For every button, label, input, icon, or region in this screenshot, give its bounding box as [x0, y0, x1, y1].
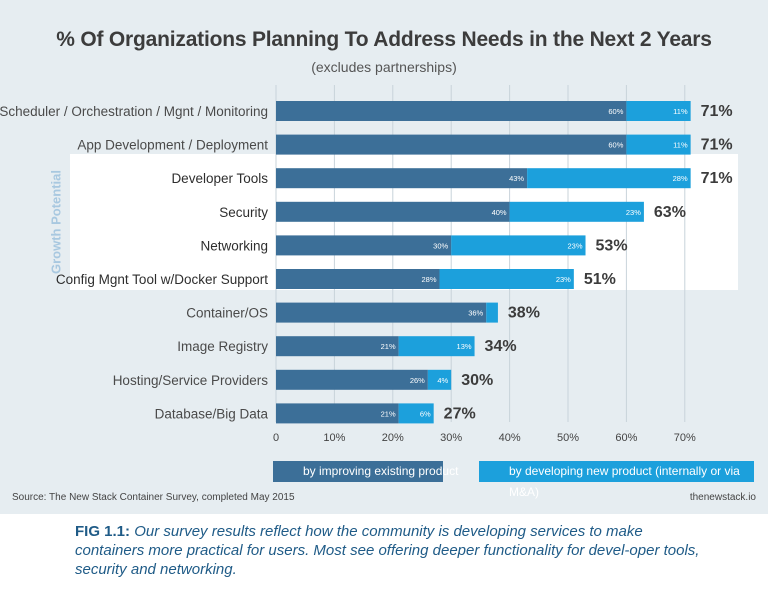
bar-improving [276, 101, 627, 121]
category-label: Security [219, 205, 268, 220]
bar-new-product [509, 201, 644, 222]
x-tick-label: 30% [440, 432, 462, 444]
data-label-improving: 60% [608, 141, 623, 150]
x-tick-label: 50% [557, 432, 579, 444]
bar-new-product [486, 302, 498, 323]
x-tick-label: 60% [615, 432, 637, 444]
category-label: Config Mgnt Tool w/Docker Support [56, 272, 268, 287]
source-note: Source: The New Stack Container Survey, … [12, 492, 295, 503]
category-label: Container/OS [186, 306, 268, 321]
total-label: 71% [701, 170, 733, 187]
data-label-improving: 28% [422, 275, 437, 284]
data-label-improving: 36% [468, 309, 483, 318]
data-label-new-product: 4% [437, 376, 448, 385]
bar-new-product [427, 369, 452, 390]
category-label: Developer Tools [171, 171, 268, 186]
data-label-improving: 60% [608, 107, 623, 116]
category-label: App Development / Deployment [77, 138, 268, 153]
total-label: 30% [461, 372, 493, 389]
x-tick-label: 20% [382, 432, 404, 444]
data-label-improving: 21% [381, 342, 396, 351]
category-label: Database/Big Data [155, 406, 269, 421]
x-tick-label: 0 [273, 432, 279, 444]
category-label: Networking [200, 238, 268, 253]
bar-new-product [451, 235, 586, 256]
x-tick-label: 40% [499, 432, 521, 444]
legend-label-new-product: by developing new product (internally or… [509, 464, 740, 499]
x-tick-label: 10% [323, 432, 345, 444]
bar-improving [276, 201, 510, 222]
total-label: 63% [654, 204, 686, 221]
bar-improving [276, 369, 428, 390]
bar-improving [276, 235, 452, 256]
caption-label: FIG 1.1: [75, 523, 131, 540]
data-label-new-product: 6% [420, 409, 431, 418]
data-label-improving: 30% [433, 241, 448, 250]
data-label-new-product: 23% [626, 208, 641, 217]
category-label: Scheduler / Orchestration / Mgnt / Monit… [0, 104, 268, 119]
category-label: Hosting/Service Providers [113, 373, 269, 388]
data-label-new-product: 11% [673, 141, 688, 150]
data-label-improving: 40% [492, 208, 507, 217]
caption-text: Our survey results reflect how the commu… [75, 523, 700, 578]
data-label-improving: 43% [509, 174, 524, 183]
total-label: 34% [485, 338, 517, 355]
data-label-new-product: 28% [673, 174, 688, 183]
legend-swatch-improving [273, 461, 443, 482]
bar-new-product [626, 101, 691, 121]
bar-chart: 0 10% 20% 30% 40% 50% 60% 70% Scheduler / Orches… [0, 85, 733, 444]
data-label-new-product: 23% [556, 275, 571, 284]
total-label: 27% [444, 405, 476, 422]
bar-improving [276, 336, 399, 357]
site-credit: thenewstack.io [689, 492, 756, 503]
total-label: 53% [596, 237, 628, 254]
bar-improving [276, 269, 440, 289]
bar-new-product [439, 269, 574, 289]
total-label: 51% [584, 271, 616, 288]
total-label: 38% [508, 305, 540, 322]
category-label: Image Registry [177, 339, 268, 354]
data-label-new-product: 11% [673, 107, 688, 116]
x-tick-label: 70% [674, 432, 696, 444]
total-label: 71% [701, 103, 733, 120]
bar-improving [276, 302, 487, 323]
chart-subtitle: (excludes partnerships) [311, 59, 457, 75]
data-label-new-product: 13% [457, 342, 472, 351]
bar-new-product [527, 168, 691, 189]
bar-improving [276, 134, 627, 155]
bar-new-product [398, 336, 475, 357]
legend-swatch-new-product [479, 461, 754, 482]
bar-new-product [398, 403, 434, 424]
legend-label-improving: by improving existing product [303, 464, 459, 478]
total-label: 71% [701, 137, 733, 154]
bar-improving [276, 403, 399, 424]
figure-caption: FIG 1.1: Our survey results reflect how … [75, 522, 705, 579]
data-label-improving: 21% [381, 409, 396, 418]
bar-new-product [626, 134, 691, 155]
chart-title: % Of Organizations Planning To Address N… [56, 28, 712, 51]
data-label-improving: 26% [410, 376, 425, 385]
data-label-new-product: 23% [568, 241, 583, 250]
bar-improving [276, 168, 528, 189]
